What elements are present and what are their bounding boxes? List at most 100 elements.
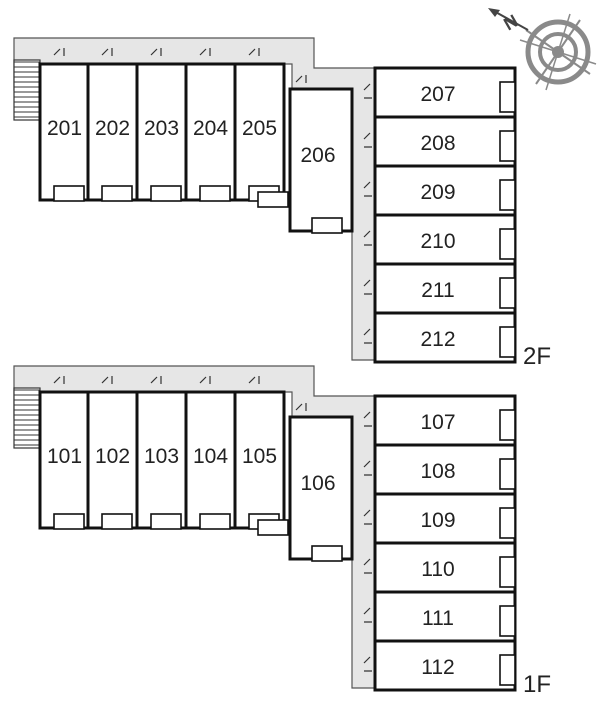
door-mark: [363, 558, 372, 574]
unit-207: 207: [363, 66, 517, 119]
door-mark: [363, 411, 372, 427]
unit-label: 210: [420, 230, 455, 253]
unit-204: 204: [184, 48, 237, 202]
balcony: [101, 185, 133, 202]
unit-label: 202: [95, 117, 130, 140]
north-arrowhead: [488, 8, 500, 17]
door-mark: [363, 83, 372, 99]
unit-210: 210: [363, 213, 517, 266]
door-mark: [248, 376, 260, 384]
unit-104: 104: [184, 376, 237, 530]
floor-label: 1F: [523, 671, 551, 698]
unit-label: 205: [242, 117, 277, 140]
unit-206: 206: [257, 75, 354, 234]
balcony: [257, 191, 289, 208]
unit-105: 105: [233, 376, 286, 530]
balcony: [257, 519, 289, 536]
floor-label: 2F: [523, 343, 551, 370]
unit-label: 208: [420, 132, 455, 155]
unit-label: 111: [422, 607, 454, 630]
door-mark: [150, 48, 162, 56]
unit-112: 112: [363, 639, 517, 692]
door-mark: [53, 376, 65, 384]
balcony: [311, 217, 343, 234]
north-arrow: [491, 9, 529, 31]
unit-110: 110: [363, 541, 517, 594]
unit-208: 208: [363, 115, 517, 168]
unit-label: 204: [193, 117, 228, 140]
unit-label: 212: [420, 328, 455, 351]
balcony: [199, 185, 231, 202]
balcony: [499, 326, 516, 358]
unit-111: 111: [363, 590, 517, 643]
unit-label: 101: [47, 445, 82, 468]
unit-label: 102: [95, 445, 130, 468]
unit-203: 203: [135, 48, 188, 202]
door-mark: [101, 48, 113, 56]
compass-rose-icon: [519, 13, 597, 91]
door-mark: [53, 48, 65, 56]
balcony: [150, 185, 182, 202]
door-mark: [363, 279, 372, 295]
balcony: [499, 507, 516, 539]
balcony: [101, 513, 133, 530]
unit-201: 201: [38, 48, 91, 202]
door-mark: [363, 132, 372, 148]
door-mark: [150, 376, 162, 384]
unit-label: 211: [421, 279, 454, 302]
unit-108: 108: [363, 443, 517, 496]
balcony: [499, 81, 516, 113]
unit-101: 101: [38, 376, 91, 530]
balcony: [311, 545, 343, 562]
balcony: [499, 409, 516, 441]
unit-label: 112: [421, 656, 454, 679]
staircase: [13, 59, 41, 121]
unit-label: 104: [193, 445, 228, 468]
door-mark: [363, 230, 372, 246]
door-mark: [101, 376, 113, 384]
unit-107: 107: [363, 394, 517, 447]
unit-202: 202: [86, 48, 139, 202]
unit-102: 102: [86, 376, 139, 530]
unit-label: 106: [300, 472, 335, 495]
balcony: [499, 458, 516, 490]
door-mark: [199, 376, 211, 384]
unit-209: 209: [363, 164, 517, 217]
unit-label: 108: [420, 460, 455, 483]
balcony: [499, 228, 516, 260]
balcony: [150, 513, 182, 530]
door-mark: [363, 656, 372, 672]
staircase: [13, 387, 41, 449]
door-mark: [295, 75, 307, 83]
unit-106: 106: [257, 403, 354, 562]
unit-label: 107: [420, 411, 455, 434]
unit-109: 109: [363, 492, 517, 545]
unit-label: 105: [242, 445, 277, 468]
unit-label: 206: [300, 144, 335, 167]
door-mark: [363, 328, 372, 344]
balcony: [53, 513, 85, 530]
unit-103: 103: [135, 376, 188, 530]
unit-label: 209: [420, 181, 455, 204]
unit-label: 201: [47, 117, 82, 140]
unit-label: 109: [420, 509, 455, 532]
unit-205: 205: [233, 48, 286, 202]
balcony: [499, 605, 516, 637]
door-mark: [363, 509, 372, 525]
door-mark: [248, 48, 260, 56]
door-mark: [363, 181, 372, 197]
balcony: [53, 185, 85, 202]
balcony: [499, 654, 516, 686]
unit-label: 203: [144, 117, 179, 140]
unit-211: 211: [363, 262, 517, 315]
balcony: [499, 556, 516, 588]
balcony: [499, 277, 516, 309]
north-label: N: [500, 11, 521, 35]
unit-label: 110: [421, 558, 454, 581]
balcony: [499, 130, 516, 162]
door-mark: [295, 403, 307, 411]
door-mark: [199, 48, 211, 56]
